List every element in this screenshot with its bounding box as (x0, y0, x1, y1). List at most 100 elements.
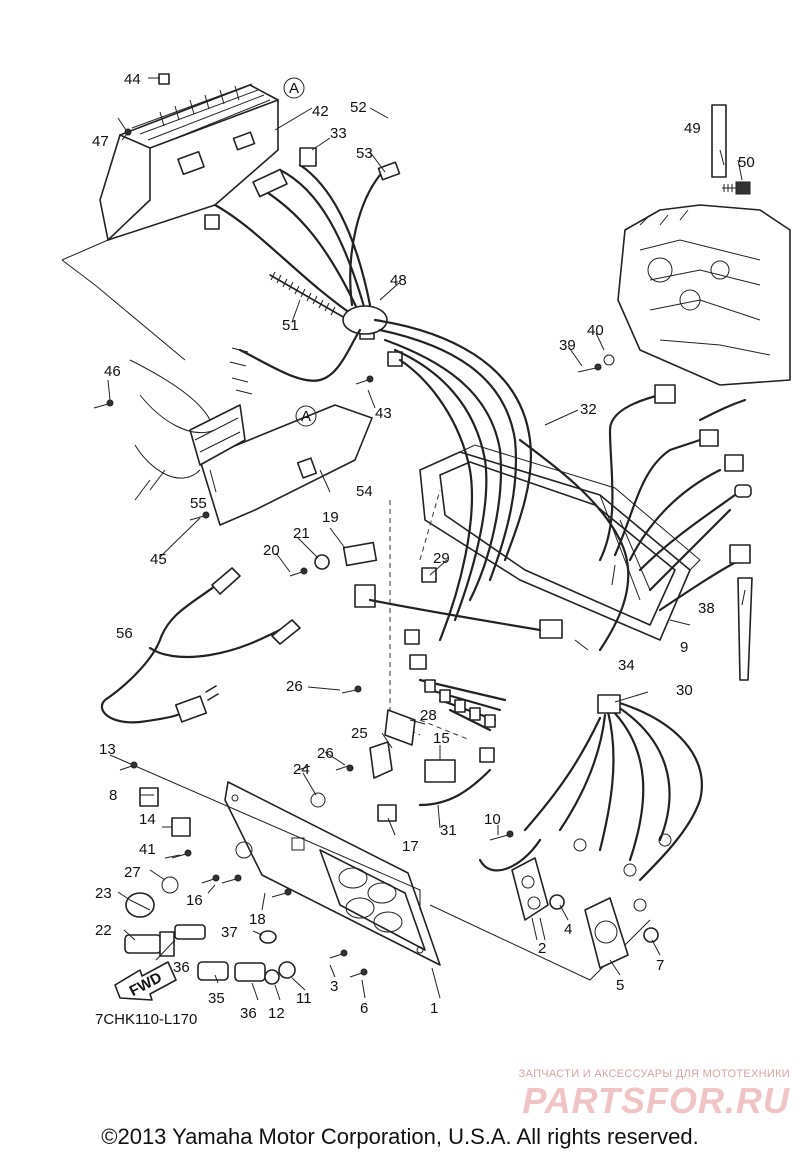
callout-28: 28 (420, 707, 437, 724)
module-15 (424, 759, 456, 783)
callout-56: 56 (116, 625, 133, 642)
ground-lead-10 (478, 838, 542, 872)
bracket-plate (189, 404, 373, 526)
outlet-duplex (511, 857, 549, 921)
callout-27: 27 (124, 864, 141, 881)
callout-36b: 36 (240, 1005, 257, 1022)
callout-44: 44 (124, 71, 141, 88)
callout-12: 12 (268, 1005, 285, 1022)
callout-labels: 1 2 3 4 5 6 7 8 9 10 11 12 13 14 15 16 1… (92, 71, 755, 1022)
callout-49: 49 (684, 120, 701, 137)
callout-9: 9 (680, 639, 688, 656)
callout-7: 7 (656, 957, 664, 974)
callout-53: 53 (356, 145, 373, 162)
grommet-37 (259, 930, 277, 944)
callout-38: 38 (698, 600, 715, 617)
right-harness (598, 384, 752, 612)
callout-50: 50 (738, 154, 755, 171)
callout-30: 30 (676, 682, 693, 699)
cable-tie (737, 577, 753, 681)
callout-20: 20 (263, 542, 280, 559)
watermark-caption: ЗАПЧАСТИ И АКСЕССУАРЫ ДЛЯ МОТОТЕХНИКИ (518, 1068, 790, 1080)
washer-27 (161, 876, 179, 894)
callout-37: 37 (221, 924, 238, 941)
bolt-50 (722, 181, 751, 195)
callout-18: 18 (249, 911, 266, 928)
callout-5: 5 (616, 977, 624, 994)
callout-34: 34 (618, 657, 635, 674)
callout-41: 41 (139, 841, 156, 858)
bracket-49 (711, 104, 727, 178)
callout-15: 15 (433, 730, 450, 747)
callout-8: 8 (109, 787, 117, 804)
breaker-36b (234, 962, 266, 982)
callout-16: 16 (186, 892, 203, 909)
callout-13: 13 (99, 741, 116, 758)
callout-26a: 26 (286, 678, 303, 695)
main-harness (373, 318, 630, 652)
callout-21: 21 (293, 525, 310, 542)
outlet-twistlock (584, 897, 629, 969)
callout-10: 10 (484, 811, 501, 828)
fwd-arrow: FWD (114, 961, 177, 1001)
watermark-logo: PARTSFOR.RU (522, 1080, 790, 1121)
callout-11: 11 (296, 990, 312, 1007)
callout-40: 40 (587, 322, 604, 339)
breaker-22 (124, 931, 175, 957)
clip-29 (421, 567, 437, 583)
callout-39: 39 (559, 337, 576, 354)
callout-46: 46 (104, 363, 121, 380)
callout-24: 24 (293, 761, 310, 778)
sub-harness (213, 147, 403, 395)
callout-54: 54 (356, 483, 373, 500)
svg-text:A: A (289, 80, 299, 97)
callout-1: 1 (430, 1000, 438, 1017)
nut-12 (264, 969, 280, 985)
breaker-36 (174, 924, 206, 940)
callout-14: 14 (139, 811, 156, 828)
main-frame (419, 444, 701, 641)
switch-8 (139, 787, 159, 807)
control-unit (99, 83, 279, 241)
clamp-24 (310, 792, 326, 808)
callout-36a: 36 (173, 959, 190, 976)
fasteners (93, 73, 615, 978)
bracket-28 (384, 709, 416, 746)
drawing-code: 7CHK110-L170 (95, 1011, 197, 1028)
bracket-25 (369, 741, 393, 779)
callout-22: 22 (95, 922, 112, 939)
callout-29: 29 (433, 550, 450, 567)
callout-42: 42 (312, 103, 329, 120)
callout-32: 32 (580, 401, 597, 418)
callout-4: 4 (564, 921, 572, 938)
callout-17: 17 (402, 838, 419, 855)
callout-25: 25 (351, 725, 368, 742)
nut-11 (278, 961, 296, 979)
callout-55: 55 (190, 495, 207, 512)
ref-marker-a1: A (283, 77, 305, 99)
switch-14 (171, 817, 191, 837)
svg-text:A: A (301, 408, 311, 425)
outlet-harness (523, 694, 703, 912)
callout-19: 19 (322, 509, 339, 526)
callout-52: 52 (350, 99, 367, 116)
copyright-notice: ©2013 Yamaha Motor Corporation, U.S.A. A… (101, 1124, 699, 1149)
callout-3: 3 (330, 978, 338, 995)
callout-31: 31 (440, 822, 457, 839)
callout-26b: 26 (317, 745, 334, 762)
callout-43: 43 (375, 405, 392, 422)
callout-2: 2 (538, 940, 546, 957)
callout-47: 47 (92, 133, 109, 150)
connector-cluster (354, 584, 563, 732)
callout-6: 6 (360, 1000, 368, 1017)
nut-44 (158, 73, 170, 85)
breaker-35 (197, 961, 229, 981)
callout-23: 23 (95, 885, 112, 902)
control-panel (224, 781, 441, 966)
parts-diagram: FWD A A 1 2 3 4 5 6 7 8 9 10 11 12 13 14… (61, 71, 791, 1028)
engine-case (617, 204, 791, 386)
extension-cord (100, 567, 301, 724)
ref-marker-a2: A (295, 405, 317, 427)
callout-33: 33 (330, 125, 347, 142)
pad-19 (342, 541, 378, 567)
